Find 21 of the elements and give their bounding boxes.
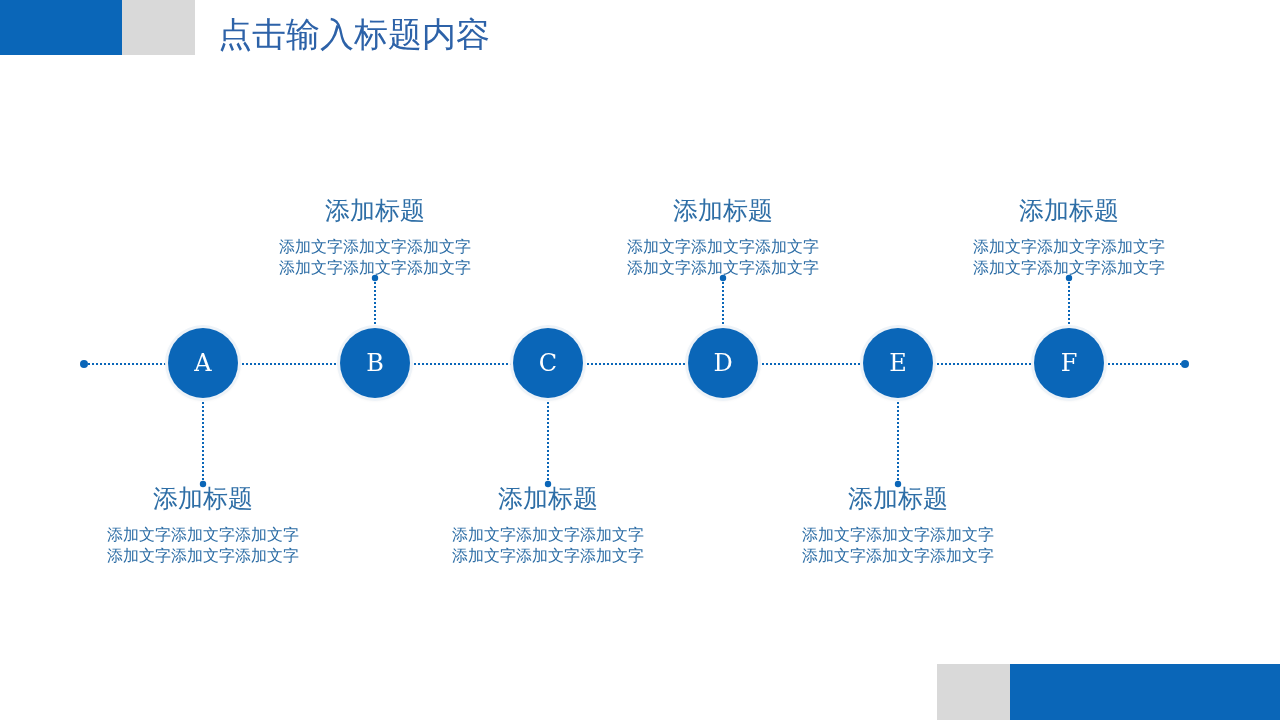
step-title: 添加标题 (498, 484, 598, 514)
step-circle: F (1034, 328, 1104, 398)
step-circle: A (168, 328, 238, 398)
step-description: 添加文字添加文字添加文字添加文字添加文字添加文字 (451, 524, 645, 566)
step-description: 添加文字添加文字添加文字添加文字添加文字添加文字 (972, 236, 1166, 278)
step-description: 添加文字添加文字添加文字添加文字添加文字添加文字 (278, 236, 472, 278)
page-title: 点击输入标题内容 (218, 13, 490, 56)
step-description: 添加文字添加文字添加文字添加文字添加文字添加文字 (801, 524, 995, 566)
step-description: 添加文字添加文字添加文字添加文字添加文字添加文字 (626, 236, 820, 278)
step-title: 添加标题 (325, 196, 425, 226)
step-title: 添加标题 (153, 484, 253, 514)
step-title: 添加标题 (1019, 196, 1119, 226)
end-dot (80, 360, 88, 368)
step-circle: E (863, 328, 933, 398)
step-circle: C (513, 328, 583, 398)
end-dot (1181, 360, 1189, 368)
step-title: 添加标题 (848, 484, 948, 514)
step-circle: B (340, 328, 410, 398)
step-title: 添加标题 (673, 196, 773, 226)
step-description: 添加文字添加文字添加文字添加文字添加文字添加文字 (106, 524, 300, 566)
step-circle: D (688, 328, 758, 398)
